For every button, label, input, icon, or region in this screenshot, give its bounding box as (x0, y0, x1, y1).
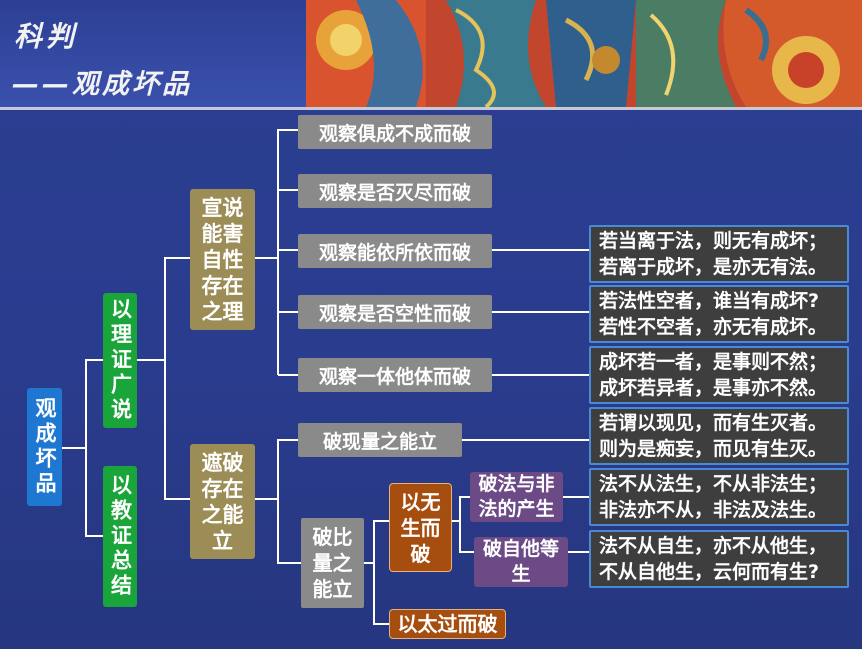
quote-2: 若法性空者，谁当有成坏? 若性不空者，亦无有成坏。 (589, 285, 849, 343)
item-5: 观察一体他体而破 (298, 358, 492, 392)
slide-title: 科判 (14, 20, 79, 53)
quote-4: 若谓以现见，而有生灭者。 则为是痴妄，而见有生灭。 (589, 407, 849, 465)
title-bar: 科判 ——观成坏品 (0, 0, 306, 107)
item-2: 观察是否灭尽而破 (298, 174, 492, 208)
quote-3: 成坏若一者，是事则不然； 成坏若异者，是事亦不然。 (589, 346, 849, 404)
refute-inference: 破比量之能立 (301, 518, 364, 608)
branch-proof: 以理证广说 (103, 293, 137, 428)
item-1: 观察俱成不成而破 (298, 115, 492, 149)
quote-6: 法不从自生，亦不从他生， 不从自他生，云何而有生? (589, 530, 849, 588)
refute-direct: 破现量之能立 (298, 423, 462, 457)
refute-excess: 以太过而破 (389, 609, 506, 639)
refute-self-other: 破自他等生 (474, 537, 568, 587)
group-refute: 遮破存在之能立 (190, 444, 255, 559)
decorative-thangka-banner (306, 0, 862, 107)
branch-scripture: 以教证总结 (103, 466, 137, 607)
item-4: 观察是否空性而破 (298, 295, 492, 329)
quote-5: 法不从法生，不从非法生； 非法亦不从，非法及法生。 (589, 468, 849, 526)
item-3: 观察能依所依而破 (298, 234, 492, 268)
root-node: 观成坏品 (27, 388, 62, 506)
refute-dharma: 破法与非法的产生 (470, 472, 563, 522)
refute-no-cause: 以无生而破 (389, 483, 452, 572)
group-explain: 宣说能害自性存在之理 (190, 189, 255, 330)
title-separator (0, 107, 862, 110)
quote-1: 若当离于法，则无有成坏； 若离于成坏，是亦无有法。 (589, 225, 849, 283)
slide-subtitle: ——观成坏品 (12, 69, 192, 100)
